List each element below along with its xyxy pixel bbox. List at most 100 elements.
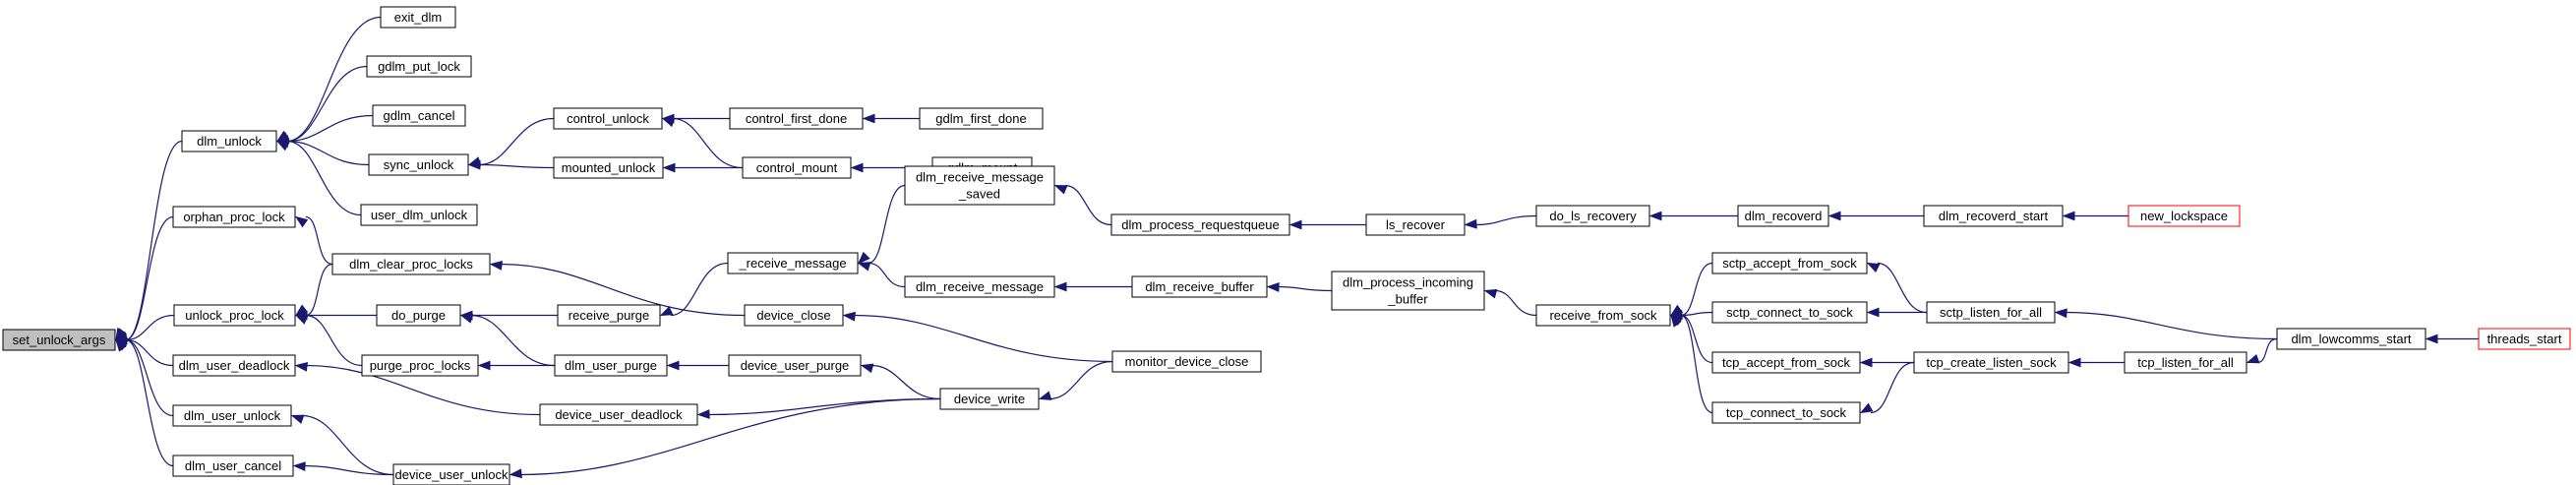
edge-dlm_lowcomms_start-to-sctp_listen_for_all xyxy=(2054,308,2278,340)
node-dlm-user-cancel[interactable]: dlm_user_cancel xyxy=(172,455,294,477)
node-set-unlock-args[interactable]: set_unlock_args xyxy=(2,329,116,351)
edge-dlm_recoverd-to-do_ls_recovery xyxy=(1648,211,1738,221)
edge-line xyxy=(305,215,333,266)
edge-device_write-to-device_user_purge xyxy=(860,363,941,400)
node-tcp-create-listen-sock[interactable]: tcp_create_listen_sock xyxy=(1913,351,2069,374)
node-box xyxy=(727,252,859,274)
node-sync-unlock[interactable]: sync_unlock xyxy=(368,153,469,176)
edge-line xyxy=(1494,289,1537,317)
node-box xyxy=(172,455,294,477)
node-orphan-proc-lock[interactable]: orphan_proc_lock xyxy=(172,206,296,228)
node-new-lockspace[interactable]: new_lockspace xyxy=(2127,205,2241,227)
arrowhead xyxy=(666,360,680,371)
node-dlm-lowcomms-start[interactable]: dlm_lowcomms_start xyxy=(2276,328,2426,350)
arrowhead xyxy=(659,306,674,317)
arrowhead xyxy=(1866,307,1880,318)
node-label: dlm_process_requestqueue xyxy=(1121,217,1279,232)
edge-line xyxy=(125,314,175,341)
node-dlm-recoverd-start[interactable]: dlm_recoverd_start xyxy=(1923,205,2064,227)
edge-line xyxy=(853,314,1113,363)
arrowhead xyxy=(2062,211,2075,221)
node-dlm-receive-message[interactable]: dlm_receive_message xyxy=(904,275,1055,298)
node-box xyxy=(380,6,456,29)
node-exit-dlm[interactable]: exit_dlm xyxy=(380,6,456,29)
arrowhead xyxy=(292,461,306,472)
arrowhead xyxy=(696,409,710,419)
node-dlm-unlock[interactable]: dlm_unlock xyxy=(181,130,277,152)
edge-tcp_create_listen_sock-to-tcp_accept_from_sock xyxy=(1859,357,1914,368)
node-control-first-done[interactable]: control_first_done xyxy=(729,107,864,130)
edge-device_user_deadlock-to-dlm_user_deadlock xyxy=(294,361,541,416)
node-dlm-process-incoming-buffer[interactable]: dlm_process_incoming_buffer xyxy=(1331,271,1485,311)
node-label: set_unlock_args xyxy=(13,333,106,347)
edge-line xyxy=(303,464,394,476)
arrowhead xyxy=(115,338,127,352)
edge-line xyxy=(1680,262,1713,317)
node-box xyxy=(919,107,1044,130)
node-box xyxy=(360,204,478,226)
node-ls-recover[interactable]: ls_recover xyxy=(1365,213,1466,236)
node-label: dlm_recoverd xyxy=(1745,209,1823,223)
edge-dlm_receive_message-to-_receive_message xyxy=(857,262,906,288)
node-do-purge[interactable]: do_purge xyxy=(376,304,461,327)
node-gdlm-put-lock[interactable]: gdlm_put_lock xyxy=(366,55,472,78)
edge-device_user_unlock-to-dlm_user_cancel xyxy=(292,461,394,476)
node-receive-from-sock[interactable]: receive_from_sock xyxy=(1535,304,1671,327)
node-sctp-connect-to-sock[interactable]: sctp_connect_to_sock xyxy=(1711,301,1868,324)
node-monitor-device-close[interactable]: monitor_device_close xyxy=(1111,350,1262,373)
node-dlm-receive-buffer[interactable]: dlm_receive_buffer xyxy=(1131,275,1268,298)
edge-line xyxy=(478,117,555,166)
node-label: control_mount xyxy=(756,160,838,175)
arrowhead xyxy=(1648,211,1662,221)
node-tcp-connect-to-sock[interactable]: tcp_connect_to_sock xyxy=(1711,401,1861,424)
node-dlm-user-deadlock[interactable]: dlm_user_deadlock xyxy=(172,354,296,377)
edge-unlock_proc_lock-to-set_unlock_args xyxy=(114,314,175,342)
node-device-user-unlock[interactable]: device_user_unlock xyxy=(392,463,510,485)
arrowhead xyxy=(275,140,290,152)
node-purge-proc-locks[interactable]: purge_proc_locks xyxy=(361,354,479,377)
node-box xyxy=(331,253,491,275)
node-dlm-clear-proc-locks[interactable]: dlm_clear_proc_locks xyxy=(331,253,491,275)
node-dlm-process-requestqueue[interactable]: dlm_process_requestqueue xyxy=(1110,213,1290,236)
node-dlm-user-purge[interactable]: dlm_user_purge xyxy=(554,354,668,377)
node-user-dlm-unlock[interactable]: user_dlm_unlock xyxy=(360,204,478,226)
edge-line xyxy=(305,263,333,317)
edge-line xyxy=(125,215,174,341)
node-dlm-user-unlock[interactable]: dlm_user_unlock xyxy=(172,404,292,427)
node-gdlm-first-done[interactable]: gdlm_first_done xyxy=(919,107,1044,130)
node-label: purge_proc_locks xyxy=(370,358,471,373)
node-tcp-listen-for-all[interactable]: tcp_listen_for_all xyxy=(2124,351,2247,374)
node-dlm-recoverd[interactable]: dlm_recoverd xyxy=(1737,205,1829,227)
node-label: ls_recover xyxy=(1386,217,1446,232)
arrowhead xyxy=(477,360,491,371)
node-device-user-purge[interactable]: device_user_purge xyxy=(728,354,862,377)
node-receive-purge[interactable]: receive_purge xyxy=(557,304,661,327)
node-sctp-listen-for-all[interactable]: sctp_listen_for_all xyxy=(1926,301,2056,324)
node-gdlm-cancel[interactable]: gdlm_cancel xyxy=(372,104,466,127)
edge-sctp_listen_for_all-to-sctp_accept_from_sock xyxy=(1866,262,1928,314)
node-control-mount[interactable]: control_mount xyxy=(742,156,852,179)
node-label: tcp_accept_from_sock xyxy=(1722,355,1851,370)
node-device-close[interactable]: device_close xyxy=(744,304,844,327)
node--receive-message[interactable]: _receive_message xyxy=(727,252,859,274)
node-box xyxy=(2127,205,2241,227)
node-dlm-receive-message-saved[interactable]: dlm_receive_message_saved xyxy=(904,165,1055,206)
node-control-unlock[interactable]: control_unlock xyxy=(553,107,663,130)
node-do-ls-recovery[interactable]: do_ls_recovery xyxy=(1535,205,1650,227)
node-label: _receive_message xyxy=(738,256,846,271)
node-box xyxy=(1711,252,1868,274)
node-sctp-accept-from-sock[interactable]: sctp_accept_from_sock xyxy=(1711,252,1868,274)
node-tcp-accept-from-sock[interactable]: tcp_accept_from_sock xyxy=(1711,351,1861,374)
node-mounted-unlock[interactable]: mounted_unlock xyxy=(553,156,664,179)
node-box xyxy=(1711,401,1861,424)
node-device-user-deadlock[interactable]: device_user_deadlock xyxy=(539,403,698,426)
edge-dlm_unlock-to-set_unlock_args xyxy=(115,140,183,341)
arrowhead xyxy=(862,113,875,124)
edge-dlm_user_purge-to-purge_proc_locks xyxy=(477,360,555,371)
node-device-write[interactable]: device_write xyxy=(939,388,1040,410)
node-box xyxy=(172,354,296,377)
node-unlock-proc-lock[interactable]: unlock_proc_lock xyxy=(173,304,296,327)
node-threads-start[interactable]: threads_start xyxy=(2478,328,2571,350)
edge-mounted_unlock-to-sync_unlock xyxy=(467,159,555,170)
